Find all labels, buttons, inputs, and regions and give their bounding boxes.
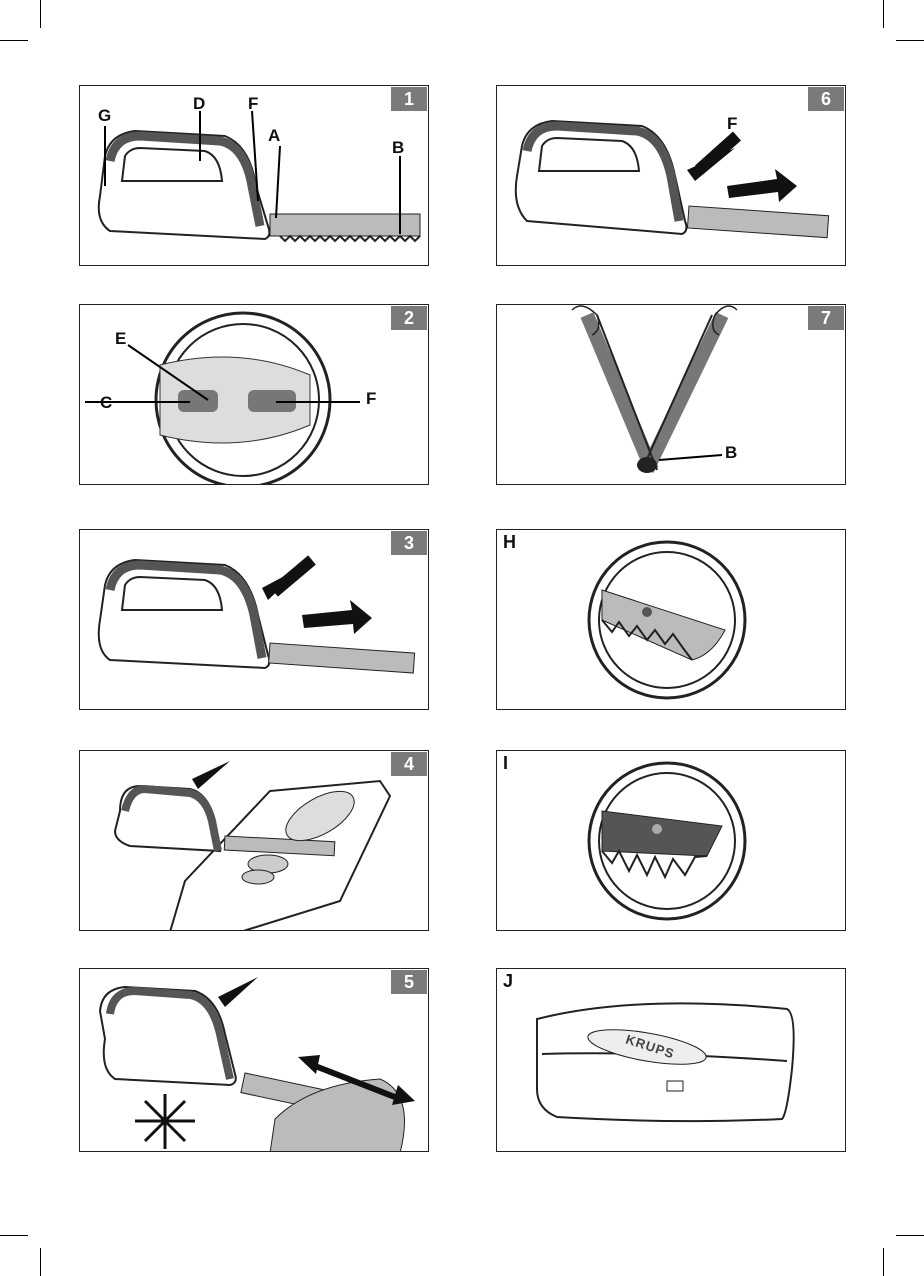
label-g: G <box>98 106 111 126</box>
panel-number: 6 <box>808 87 844 111</box>
blade-slot-closeup <box>80 305 429 485</box>
blade-teeth-closeup <box>497 751 846 931</box>
label-f: F <box>248 94 258 114</box>
crop-mark <box>0 1235 28 1236</box>
blade-release-illustration <box>497 86 846 266</box>
label-f: F <box>727 114 737 134</box>
panel-letter: H <box>503 532 516 553</box>
panel-number: 7 <box>808 306 844 330</box>
label-f: F <box>366 389 376 409</box>
panel-i: I <box>496 750 846 931</box>
crop-mark <box>883 1248 884 1276</box>
label-e: E <box>115 329 126 349</box>
crop-mark <box>896 1235 924 1236</box>
crop-mark <box>40 1248 41 1276</box>
panel-j: J KRUPS <box>496 968 846 1152</box>
label-a: A <box>268 126 280 146</box>
panel-number: 3 <box>391 531 427 555</box>
panel-number: 2 <box>391 306 427 330</box>
label-c: C <box>100 393 112 413</box>
panel-number: 4 <box>391 752 427 776</box>
panel-h: H <box>496 529 846 710</box>
panel-number: 1 <box>391 87 427 111</box>
label-b: B <box>392 138 404 158</box>
panel-number: 5 <box>391 970 427 994</box>
panel-5: 5 <box>79 968 429 1152</box>
label-d: D <box>193 94 205 114</box>
crop-mark <box>40 0 41 28</box>
blade-teeth-closeup <box>497 530 846 710</box>
panel-2: 2 E C F <box>79 304 429 485</box>
blade-insert-illustration <box>80 530 429 710</box>
slicing-sausage-illustration <box>80 751 429 931</box>
frozen-food-slicing-illustration <box>80 969 429 1152</box>
crop-mark <box>0 40 28 41</box>
label-b: B <box>725 443 737 463</box>
panel-7: 7 B <box>496 304 846 485</box>
panel-4: 4 <box>79 750 429 931</box>
panel-1: 1 G D F A B <box>79 85 429 266</box>
panel-letter: J <box>503 971 513 992</box>
blade-separation-illustration <box>497 305 846 485</box>
panel-letter: I <box>503 753 508 774</box>
crop-mark <box>883 0 884 28</box>
panel-6: 6 F <box>496 85 846 266</box>
panel-3: 3 <box>79 529 429 710</box>
crop-mark <box>896 40 924 41</box>
